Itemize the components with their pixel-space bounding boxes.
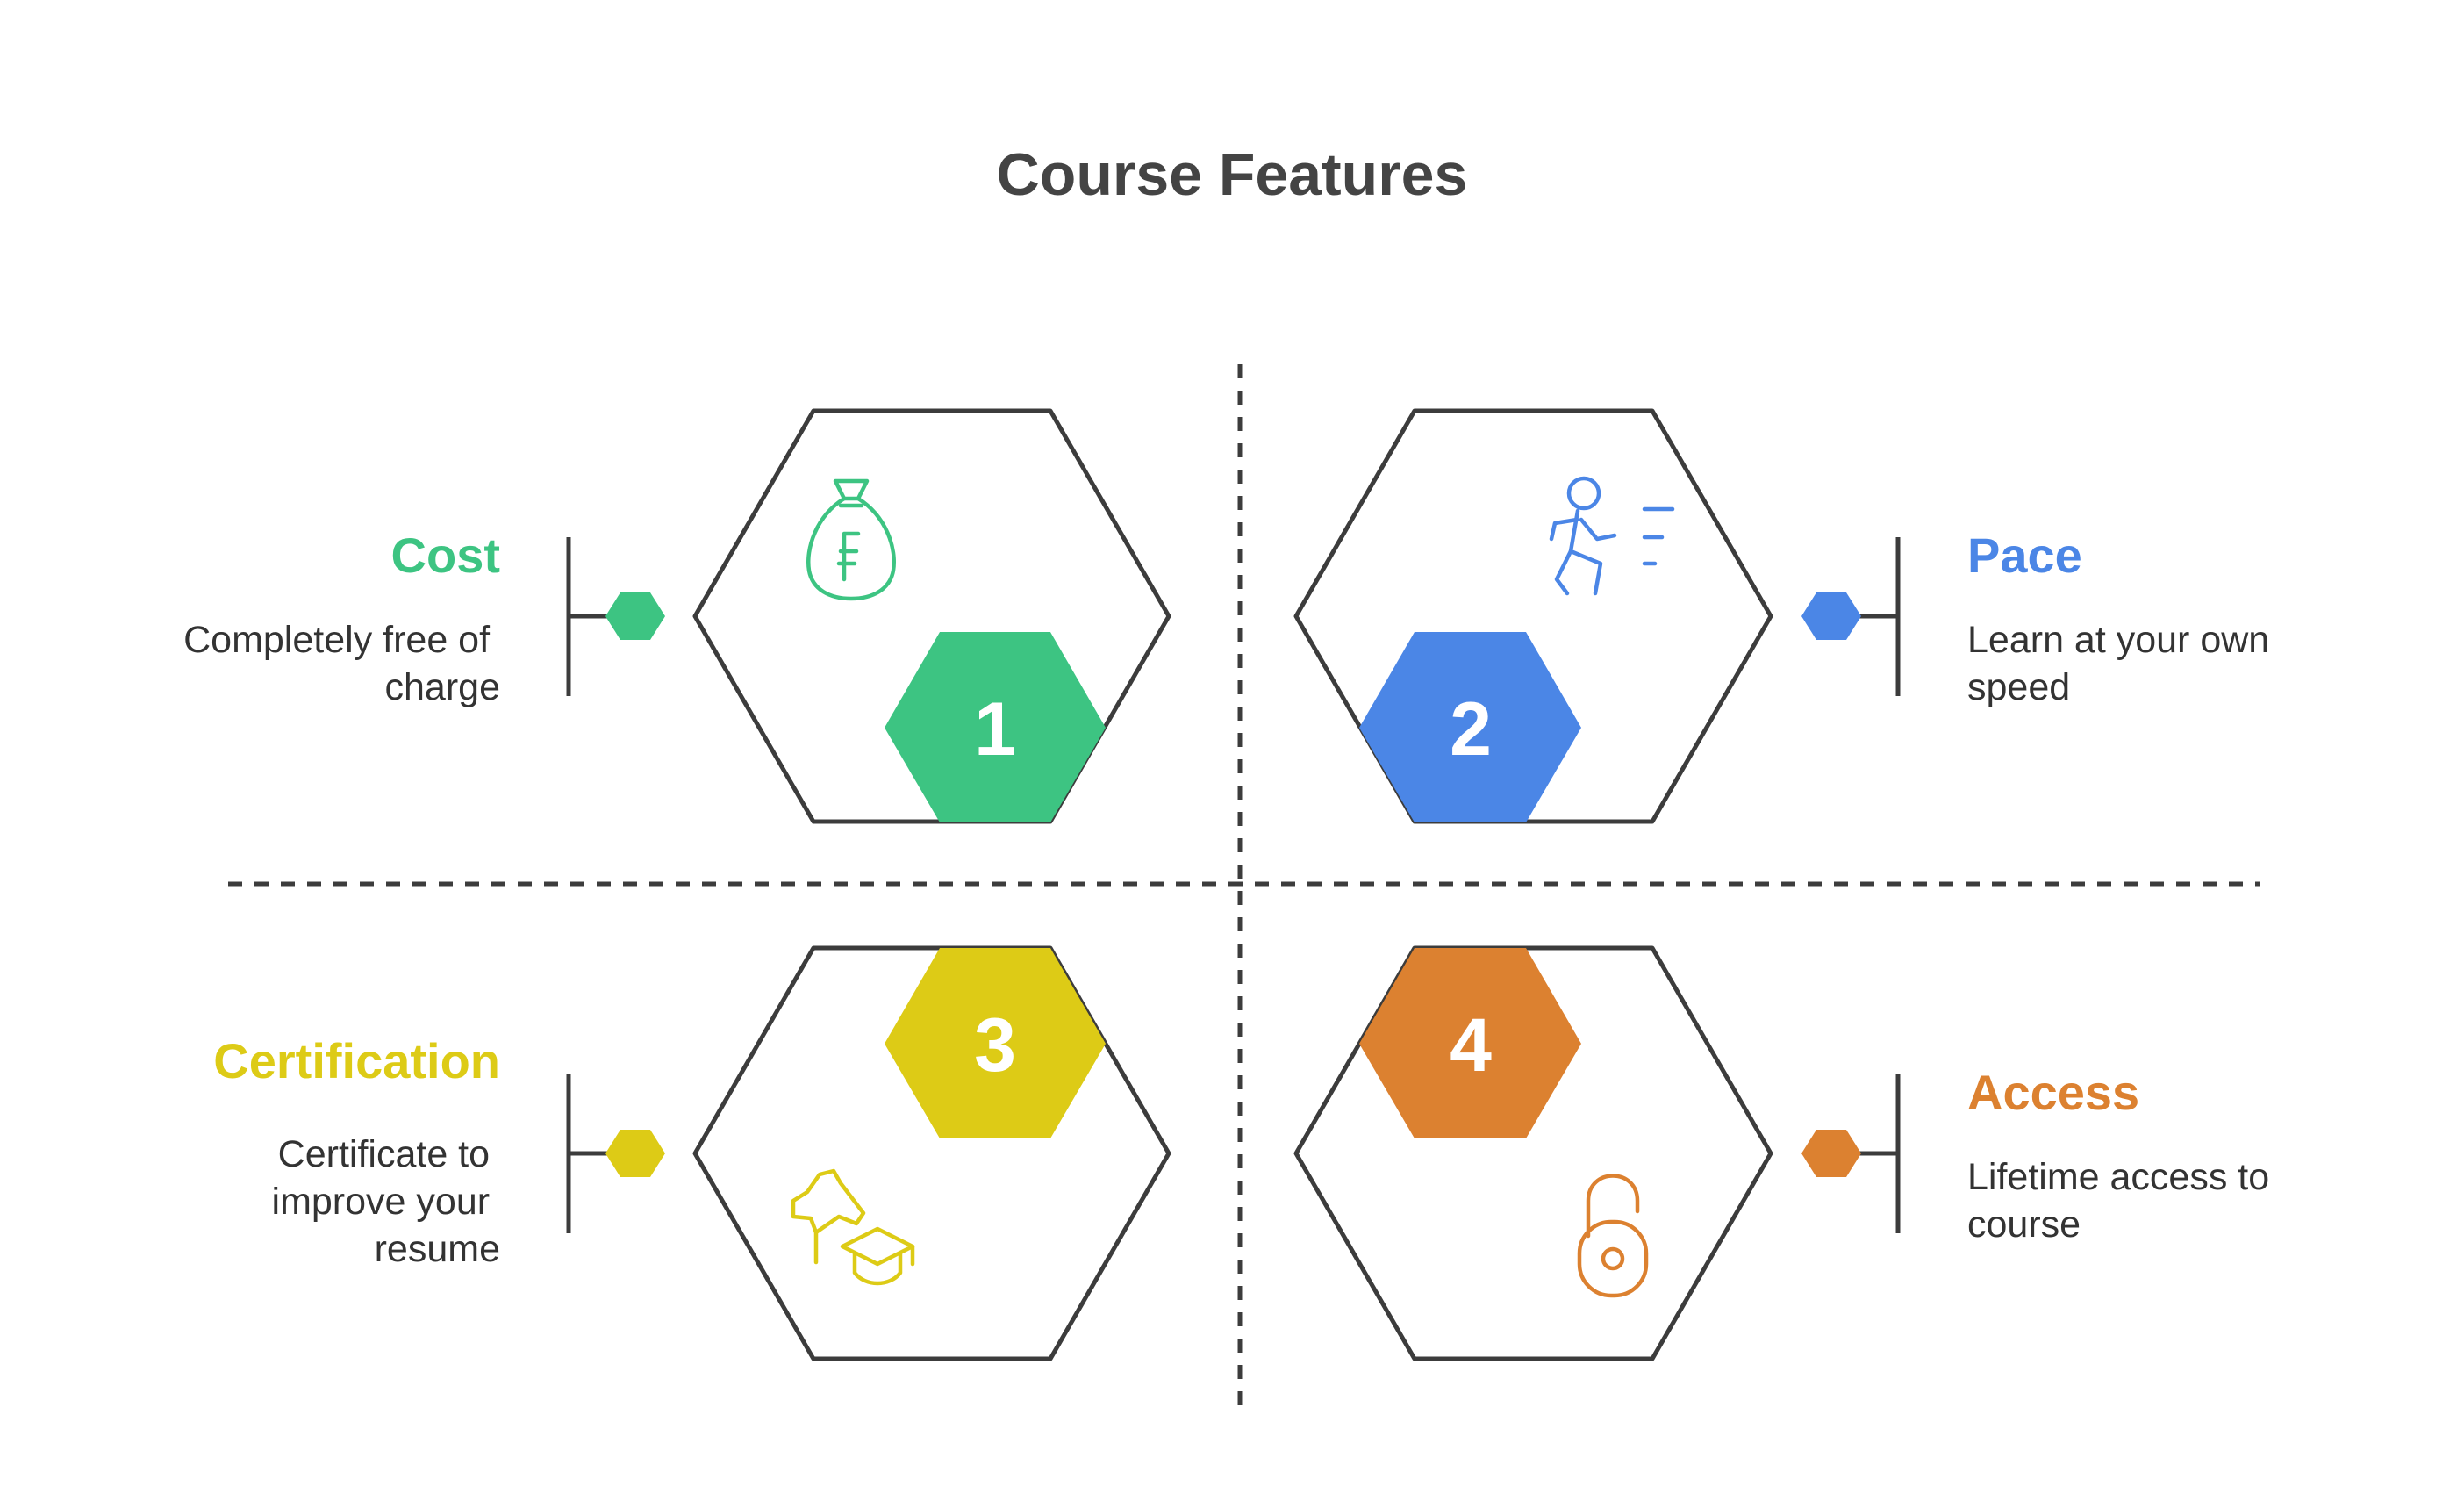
feature-cost-number-hexagon <box>885 632 1106 822</box>
feature-certification-heading: Certification <box>213 1033 500 1088</box>
feature-cost-connector-hexagon <box>605 592 665 640</box>
feature-cost: 1 Cost Completely free of charge <box>183 408 1171 824</box>
feature-pace-number: 2 <box>1450 687 1492 772</box>
feature-access-connector-hexagon <box>1801 1130 1861 1177</box>
feature-cost-description-line: charge <box>385 666 500 708</box>
feature-cost-description: Completely free of charge <box>183 619 500 708</box>
feature-pace-description: Learn at your own speed <box>1967 619 2280 708</box>
feature-cost-description-line: Completely free of <box>183 619 491 661</box>
feature-access-description-line: Lifetime access to <box>1967 1156 2269 1198</box>
feature-certification-number: 3 <box>974 1003 1016 1088</box>
feature-certification-description: Certificate to improve your resume <box>272 1133 500 1270</box>
feature-certification-description-line: resume <box>375 1228 500 1270</box>
feature-pace-hexagon-outline <box>1293 408 1773 824</box>
feature-access-heading: Access <box>1967 1065 2139 1120</box>
feature-certification-connector-hexagon <box>605 1130 665 1177</box>
feature-cost-heading: Cost <box>391 528 500 583</box>
feature-certification-number-hexagon <box>885 948 1106 1138</box>
feature-pace-heading: Pace <box>1967 528 2082 583</box>
money-bag-icon <box>806 478 896 601</box>
feature-access-number: 4 <box>1450 1003 1492 1088</box>
running-person-icon <box>1549 476 1675 596</box>
feature-access-description: Lifetime access to course <box>1967 1156 2280 1246</box>
feature-pace-connector-hexagon <box>1801 592 1861 640</box>
page-title: Course Features <box>997 141 1468 208</box>
graduation-icon <box>791 1168 915 1286</box>
feature-pace-description-line: Learn at your own <box>1967 619 2269 661</box>
feature-access: 4 Access Lifetime access to course <box>1293 945 2280 1361</box>
feature-access-hexagon-outline <box>1293 945 1773 1361</box>
feature-access-number-hexagon <box>1359 948 1581 1138</box>
feature-pace-description-line: speed <box>1967 666 2070 708</box>
feature-access-description-line: course <box>1967 1203 2081 1246</box>
feature-pace: 2 Pace Learn at your own speed <box>1293 408 2280 824</box>
unlock-icon <box>1577 1174 1649 1298</box>
feature-certification-description-line: Certificate to <box>278 1133 490 1175</box>
feature-certification-description-line: improve your <box>272 1181 491 1223</box>
feature-pace-number-hexagon <box>1359 632 1581 822</box>
feature-cost-number: 1 <box>974 687 1016 772</box>
feature-certification: 3 Certification Certificate to improve y… <box>213 945 1171 1361</box>
